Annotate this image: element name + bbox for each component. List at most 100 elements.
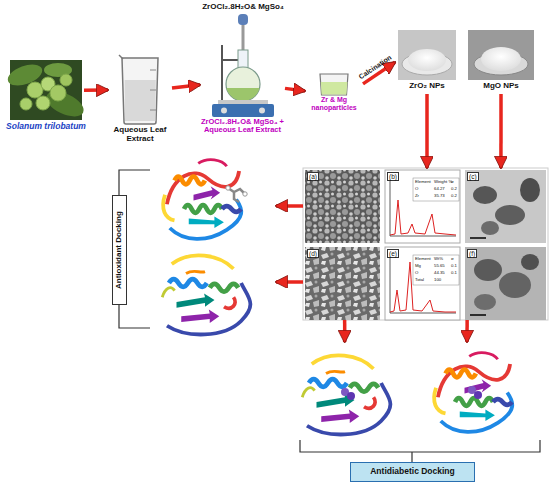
characterization-panel-part — [413, 255, 459, 285]
flow-arrow — [276, 280, 303, 284]
flow-arrow — [276, 204, 303, 208]
node-text: (a) — [307, 172, 319, 181]
edx-table-cell: Mg — [415, 264, 421, 268]
characterization-panel-part — [499, 272, 531, 298]
antidiabetic-proteins-part — [434, 353, 512, 432]
stirrer-setup-part — [259, 108, 265, 114]
stirrer-setup-part — [221, 108, 227, 114]
edx-table-cell: σ — [451, 180, 454, 184]
zro2-powder-photo-part — [398, 30, 456, 80]
characterization-panel-part — [465, 247, 546, 320]
node-text: (c) — [467, 172, 479, 181]
zro2-powder-photo-part — [408, 49, 446, 71]
edx-table-cell: 55.65 — [434, 264, 445, 268]
edx-table-cell: Total — [415, 278, 424, 282]
stirrer-setup — [212, 14, 274, 117]
plant-photo — [5, 60, 87, 122]
characterization-panel-part — [305, 247, 380, 320]
beaker-part — [150, 70, 156, 110]
beaker-part — [125, 80, 156, 121]
characterization-node: (a)(b)(c)(d)(e)(f) — [303, 168, 548, 320]
edx-table-cell: Zr — [415, 194, 419, 198]
edx-table-cell: 100 — [434, 278, 441, 282]
stirrer-setup-part — [222, 59, 238, 61]
characterization-panel-part — [495, 205, 525, 225]
flow-arrow — [343, 320, 347, 342]
flow-arrow — [84, 88, 108, 92]
node-text: (b) — [387, 172, 399, 181]
antidiabetic-proteins — [300, 353, 540, 462]
small-beaker — [320, 74, 348, 95]
plant-node: Solanum trilobatum — [8, 58, 84, 153]
edx-table-cell: 35.73 — [434, 194, 445, 198]
characterization-panel-part — [385, 170, 460, 243]
node-text: ZrOCl₂.8H₂O& MgSo₄ + Aqueous Leaf Extrac… — [195, 118, 290, 135]
small-beaker-part — [321, 82, 348, 95]
node-text: Zr & Mg nanoparticles — [303, 96, 365, 111]
characterization-panel-part — [385, 247, 460, 320]
antioxidant-proteins-part — [243, 192, 247, 196]
plant-photo-part — [50, 85, 66, 101]
edx-table-cell: Weight % — [434, 180, 452, 184]
plant-photo-part — [36, 96, 50, 110]
flow-arrow — [285, 88, 305, 91]
antidiabetic-proteins-part — [300, 440, 540, 462]
edx-table-cell: 0.2 — [451, 194, 457, 198]
edx-table-cell: Element — [415, 257, 431, 261]
stirrer-setup-part — [221, 45, 223, 103]
characterization-panel-part — [390, 200, 456, 235]
zro2-node: ZrO₂ NPs — [395, 28, 459, 94]
antidiabetic-proteins-part — [347, 392, 355, 400]
characterization-panel-part — [465, 170, 546, 243]
characterization-panel-part — [521, 254, 539, 270]
antioxidant-proteins-part — [162, 255, 250, 334]
beaker — [119, 55, 158, 124]
antioxidant-proteins-part — [228, 188, 245, 202]
beaker-part — [122, 58, 158, 124]
edx-table-cell: 0.1 — [451, 264, 457, 268]
edx-table-cell: O — [415, 271, 418, 275]
characterization-panel-part — [520, 178, 540, 202]
flow-arrow — [425, 94, 429, 168]
flow-arrow — [465, 320, 469, 342]
mgo-powder-photo-part — [468, 30, 534, 80]
edx-table-cell: 0.1 — [451, 271, 457, 275]
antidiabetic-proteins-part — [302, 355, 390, 434]
characterization-panel-part — [413, 178, 459, 201]
synthesis-node: ZrOCl₂.8H₂O& MgSo₄ + Aqueous Leaf Extrac… — [200, 40, 285, 158]
antioxidant-proteins-part — [163, 160, 241, 239]
edge-label: Calcination — [357, 54, 392, 81]
node-text: Antioxidant Docking — [112, 195, 127, 305]
stirrer-setup-part — [238, 14, 248, 25]
mgo-powder-photo — [468, 30, 534, 80]
node-text: (e) — [387, 249, 399, 258]
stirrer-setup-part — [226, 67, 260, 101]
mgo-powder-photo-part — [481, 47, 521, 71]
characterization-panel-part — [470, 314, 486, 316]
edx-table-cell: 44.35 — [434, 271, 445, 275]
antioxidant-node: Antioxidant Docking — [108, 148, 276, 345]
characterization-panel-part — [470, 237, 486, 239]
edx-table-cell: σ — [451, 257, 454, 261]
edx-table-cell: 0.2 — [451, 187, 457, 191]
characterization-panel-part — [303, 168, 548, 320]
stirrer-setup-part — [227, 88, 260, 101]
antidiabetic-node: Antidiabetic Docking — [285, 342, 548, 486]
flow-arrow — [172, 85, 200, 88]
stirrer-setup-part — [212, 104, 274, 117]
mgo-node: MgO NPs — [465, 28, 537, 94]
node-text: Aqueous Leaf Extract — [108, 126, 172, 144]
stirrer-setup-part — [218, 100, 268, 104]
extract-node: Aqueous Leaf Extract — [108, 48, 172, 148]
characterization-panel — [303, 168, 548, 320]
node-text: Solanum trilobatum — [4, 122, 88, 131]
edx-table-cell: 64.27 — [434, 187, 445, 191]
node-text: Antidiabetic Docking — [350, 462, 475, 482]
node-text: (d) — [307, 249, 319, 258]
beaker-part — [119, 55, 123, 59]
reagent-label: ZrOCl₂.8H₂O& MgSo₄ — [193, 3, 293, 11]
characterization-panel-part — [305, 170, 380, 243]
plant-photo-part — [20, 98, 32, 110]
